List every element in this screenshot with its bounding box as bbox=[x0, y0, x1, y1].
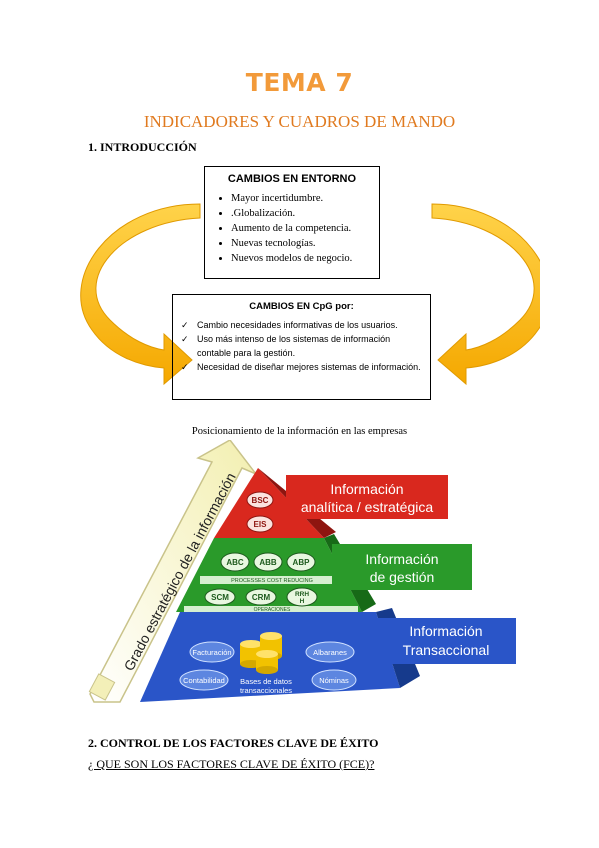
bsc-label: BSC bbox=[252, 496, 269, 505]
question-heading: ¿ QUE SON LOS FACTORES CLAVE DE ÉXITO (F… bbox=[88, 757, 375, 771]
right-curved-arrow bbox=[431, 203, 540, 386]
list-item: Mayor incertidumbre. bbox=[231, 191, 379, 206]
checkmark-icon: ✓ bbox=[181, 320, 189, 330]
cpg-box-title: CAMBIOS EN CpG por: bbox=[249, 301, 354, 312]
entorno-box-title: CAMBIOS EN ENTORNO bbox=[227, 173, 357, 185]
list-item: Aumento de la competencia. bbox=[231, 221, 379, 236]
entorno-list: Mayor incertidumbre. .Globalización. Aum… bbox=[205, 191, 379, 266]
svg-text:analítica / estratégica: analítica / estratégica bbox=[301, 499, 434, 515]
information-pyramid-diagram: Grado estratégico de la información Fact… bbox=[88, 440, 516, 703]
checkmark-icon: ✓ bbox=[181, 362, 189, 372]
transaccionales-label: transaccionales bbox=[240, 686, 292, 695]
abp-label: ABP bbox=[293, 558, 311, 567]
list-item: Nuevos modelos de negocio. bbox=[231, 251, 379, 266]
svg-text:Información: Información bbox=[409, 623, 482, 639]
albaranes-label: Albaranes bbox=[313, 648, 347, 657]
facturacion-label: Facturación bbox=[192, 648, 231, 657]
eis-label: EIS bbox=[254, 520, 268, 529]
crm-label: CRM bbox=[252, 593, 271, 602]
scm-label: SCM bbox=[211, 593, 229, 602]
operaciones-band-label: OPERACIONES bbox=[254, 607, 291, 613]
nominas-label: Nóminas bbox=[319, 676, 349, 685]
svg-text:Información: Información bbox=[365, 551, 438, 567]
processes-band-label: PROCESSES COST REDUCING bbox=[231, 578, 313, 584]
checkmark-icon: ✓ bbox=[181, 334, 189, 344]
bases-datos-label: Bases de datos bbox=[240, 677, 292, 686]
cpg-box: CAMBIOS EN CpG por: ✓Cambio necesidades … bbox=[172, 294, 431, 400]
section-heading-factores: 2. CONTROL DE LOS FACTORES CLAVE DE ÉXIT… bbox=[88, 736, 379, 750]
svg-text:Información: Información bbox=[330, 481, 403, 497]
svg-text:Transaccional: Transaccional bbox=[403, 642, 490, 658]
pyramid-layer-gestion: PROCESSES COST REDUCING OPERACIONES ABC … bbox=[176, 534, 376, 613]
rrhh-label-h: H bbox=[300, 598, 305, 605]
cpg-list: ✓Cambio necesidades informativas de los … bbox=[173, 318, 430, 374]
database-icon bbox=[240, 632, 282, 674]
label-transaccional: Información Transaccional bbox=[376, 618, 516, 664]
abb-label: ABB bbox=[259, 558, 277, 567]
rrhh-label: RRH bbox=[295, 591, 309, 598]
page-title: TEMA 7 bbox=[245, 68, 354, 97]
label-estrategica: Información analítica / estratégica bbox=[286, 475, 448, 519]
left-curved-arrow bbox=[80, 203, 201, 386]
svg-text:de gestión: de gestión bbox=[370, 569, 435, 585]
list-item: ✓Uso más intenso de los sistemas de info… bbox=[181, 334, 391, 358]
cycle-arrows bbox=[80, 203, 540, 386]
page-subtitle: INDICADORES Y CUADROS DE MANDO bbox=[143, 112, 456, 131]
label-gestion: Información de gestión bbox=[332, 544, 472, 590]
figure-caption: Posicionamiento de la información en las… bbox=[191, 426, 408, 437]
list-item: ✓Cambio necesidades informativas de los … bbox=[181, 320, 398, 330]
entorno-box: CAMBIOS EN ENTORNO Mayor incertidumbre. … bbox=[204, 166, 380, 279]
contabilidad-label: Contabilidad bbox=[183, 676, 225, 685]
list-item: ✓Necesidad de diseñar mejores sistemas d… bbox=[181, 362, 421, 372]
list-item: .Globalización. bbox=[231, 206, 379, 221]
abc-label: ABC bbox=[226, 558, 244, 567]
section-heading-introduccion: 1. INTRODUCCIÓN bbox=[88, 140, 197, 154]
list-item: Nuevas tecnologías. bbox=[231, 236, 379, 251]
